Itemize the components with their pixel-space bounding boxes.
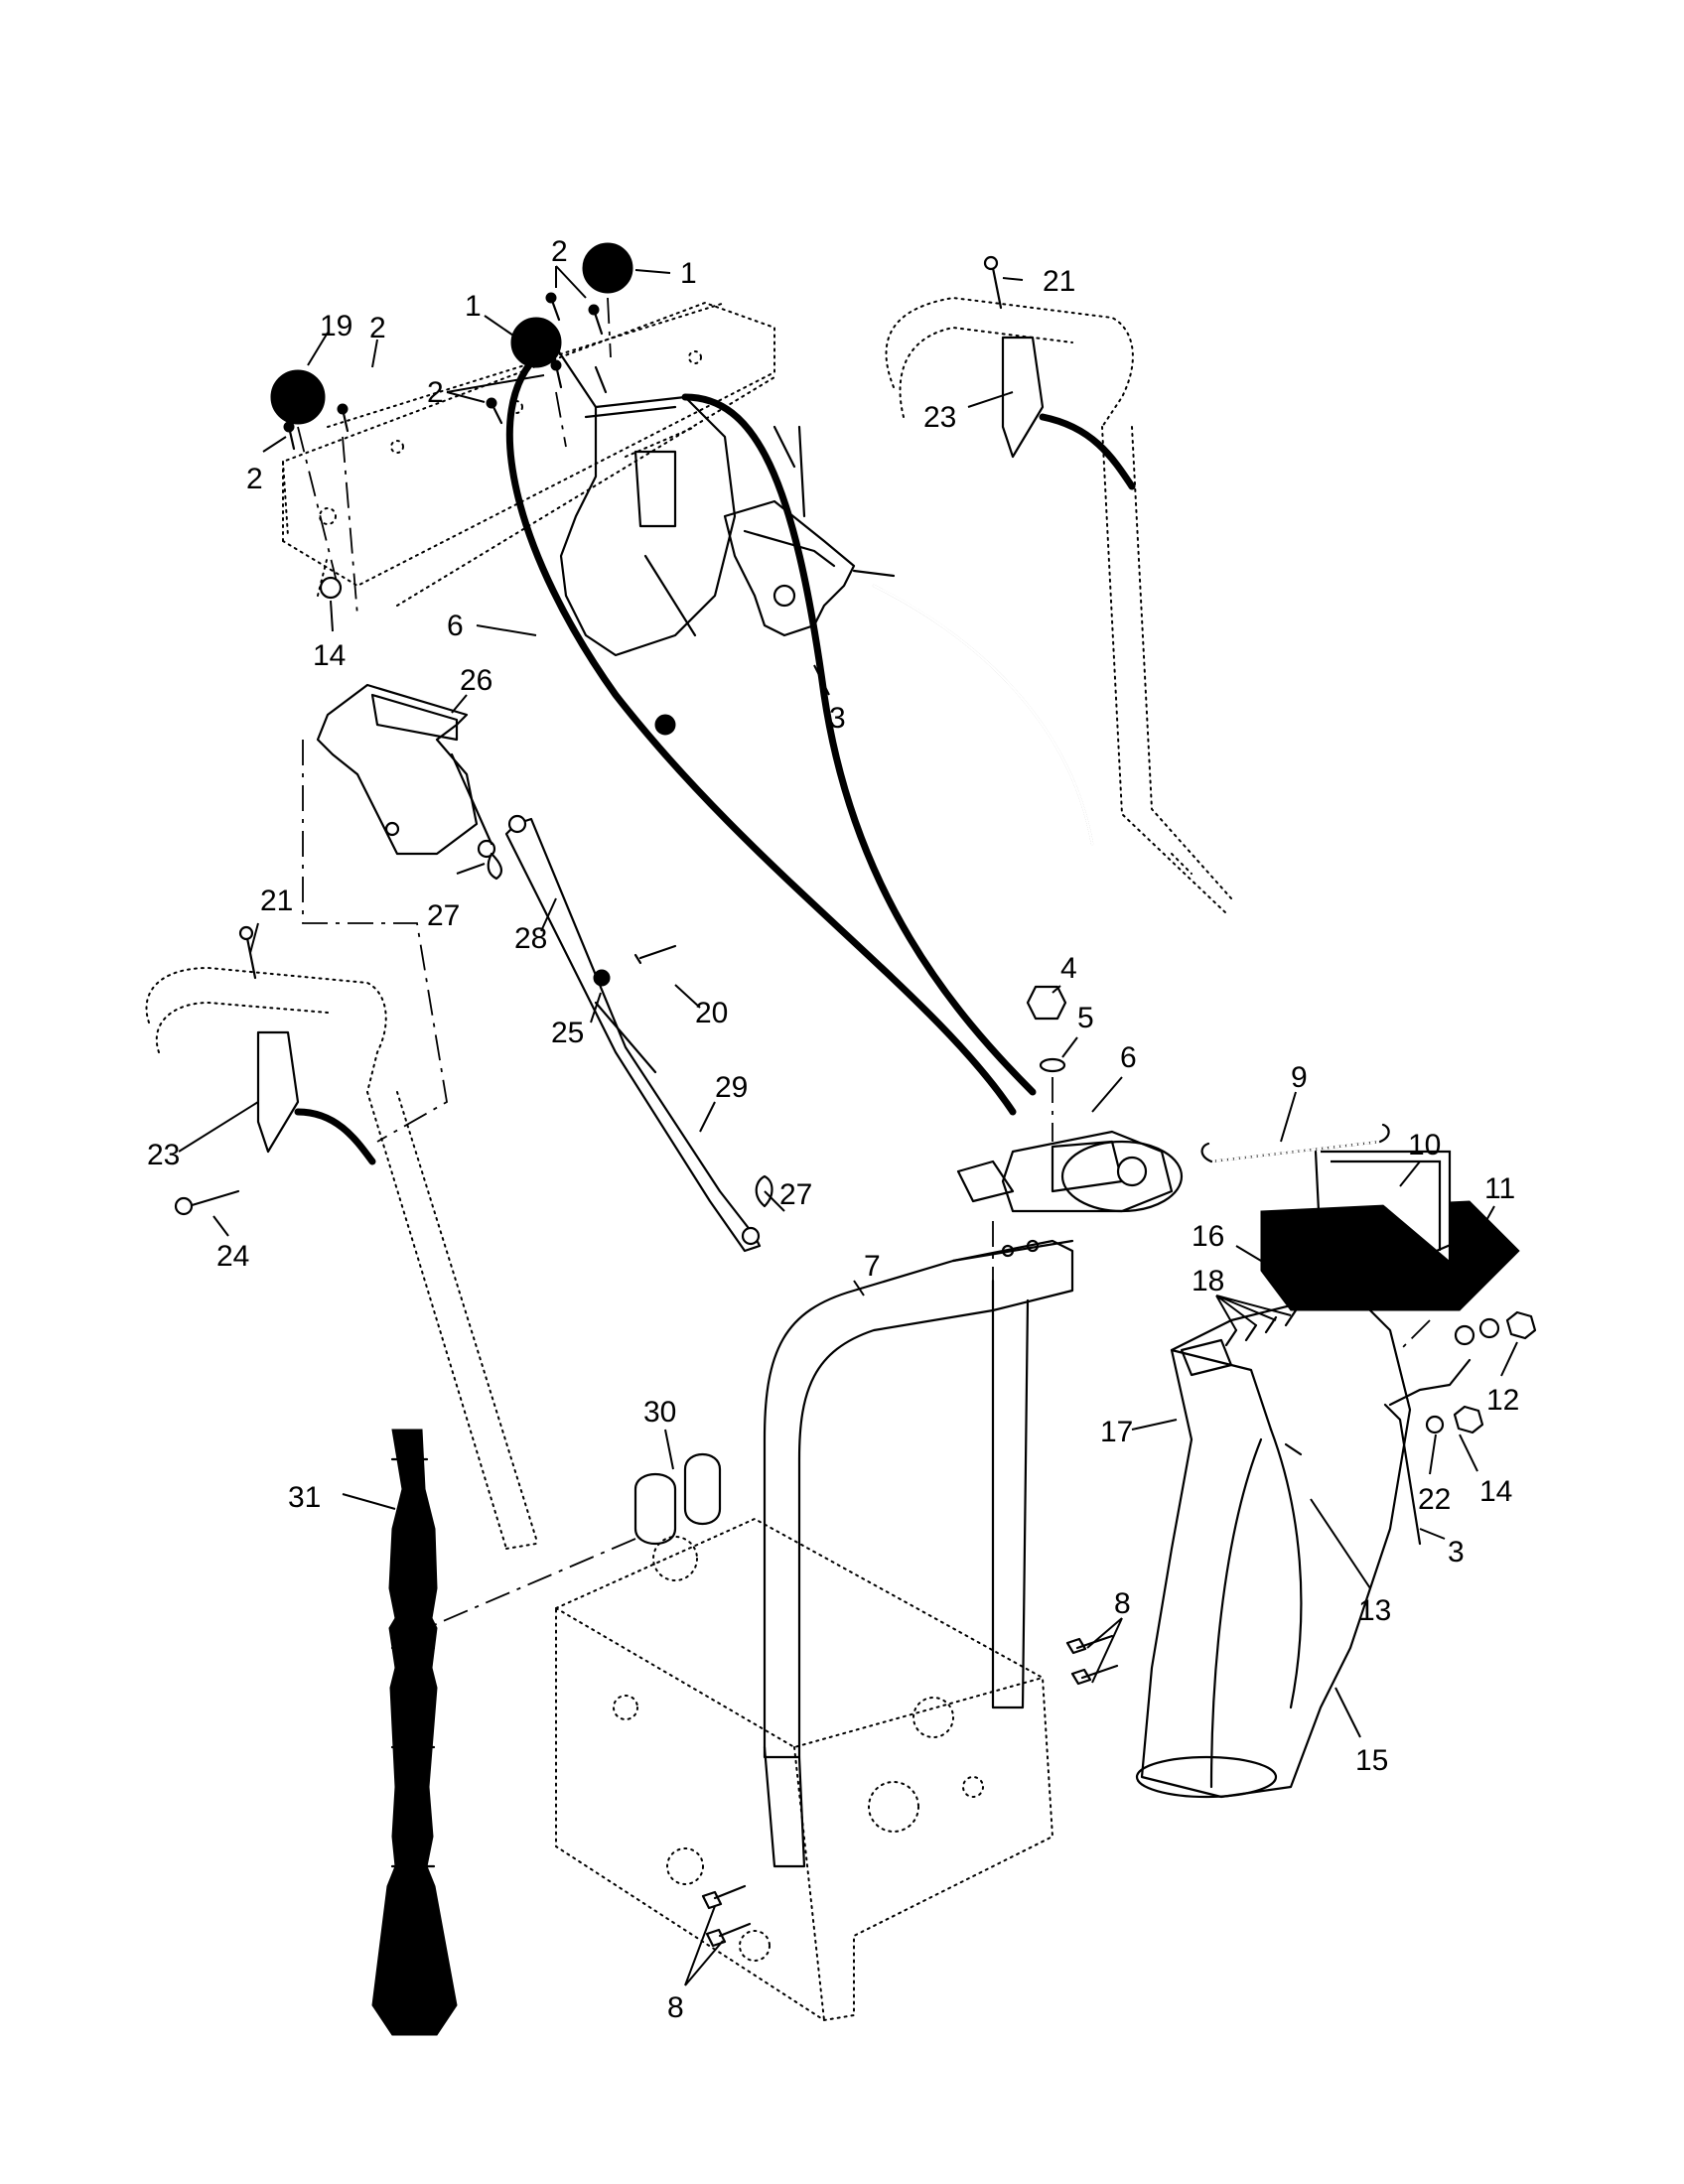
callout-31: 31	[288, 1481, 321, 1514]
callout-29: 29	[715, 1071, 748, 1104]
callout-10: 10	[1408, 1129, 1441, 1161]
chute-deflector	[1260, 1150, 1520, 1311]
chute-bracket-6	[956, 1130, 1184, 1213]
callout-28: 28	[514, 922, 547, 955]
remote-cable	[872, 584, 1094, 846]
callout-23: 23	[147, 1139, 180, 1171]
callout-7: 7	[864, 1250, 881, 1283]
nut-4	[1026, 985, 1067, 1021]
callout-3: 3	[1448, 1536, 1465, 1569]
lower-left-handle	[145, 966, 537, 1550]
screws-2	[283, 292, 612, 616]
callout-15: 15	[1355, 1744, 1388, 1777]
cotter-pin-27-upper	[487, 852, 503, 881]
callout-23: 23	[923, 401, 956, 434]
callout-26: 26	[460, 664, 492, 697]
callout-8: 8	[1114, 1587, 1131, 1620]
callout-17: 17	[1100, 1416, 1133, 1448]
callout-25: 25	[551, 1017, 584, 1049]
shift-bracket-26	[316, 683, 496, 859]
callout-2: 2	[551, 235, 568, 268]
callout-20: 20	[695, 997, 728, 1029]
callout-14: 14	[1479, 1475, 1512, 1508]
callout-6: 6	[447, 610, 464, 642]
spring-9	[1200, 1123, 1390, 1163]
drift-cutter-31	[371, 1429, 458, 2036]
handle-tube-7	[763, 1221, 1074, 1868]
main-cable	[505, 348, 1037, 1116]
bolt-21-upper	[991, 266, 1003, 310]
clip-30	[426, 1453, 722, 1629]
callout-16: 16	[1192, 1220, 1224, 1253]
callout-8: 8	[667, 1991, 684, 2024]
callout-9: 9	[1291, 1061, 1308, 1094]
cable-bracket-23-upper	[1001, 336, 1136, 490]
callout-2: 2	[427, 376, 444, 409]
callout-6: 6	[1120, 1041, 1137, 1074]
cotter-pin-27-lower	[755, 1174, 773, 1208]
callout-1: 1	[680, 257, 697, 290]
callout-3: 3	[829, 702, 846, 735]
nut-14-upper	[319, 576, 343, 600]
hardware-11-12-14-22	[1399, 1310, 1537, 1434]
callout-5: 5	[1077, 1002, 1094, 1034]
chute-crank-bracket	[554, 345, 737, 736]
auger-housing	[555, 1517, 1054, 2022]
callout-22: 22	[1418, 1483, 1451, 1516]
bolts-8	[701, 1634, 1119, 1948]
shift-rod-upper	[772, 425, 806, 518]
callout-27: 27	[427, 899, 460, 932]
washer-5	[1039, 1057, 1066, 1073]
bolt-24	[187, 1189, 240, 1208]
callout-13: 13	[1358, 1594, 1391, 1627]
callout-labels: 1 1 2 2 2 2 19 21 23 6 14 26 3 27 28 21 …	[147, 235, 1519, 2024]
shift-rod-28-29	[504, 814, 762, 1253]
callout-11: 11	[1484, 1172, 1515, 1205]
knob-1-lower	[510, 317, 562, 368]
callout-14: 14	[313, 639, 346, 672]
discharge-chute	[1135, 1289, 1472, 1799]
knob-19	[270, 369, 326, 425]
callout-27: 27	[779, 1178, 812, 1211]
callout-4: 4	[1060, 952, 1077, 985]
callout-24: 24	[216, 1240, 249, 1273]
callout-12: 12	[1486, 1384, 1519, 1417]
callout-2: 2	[246, 463, 263, 495]
remote-chute-control	[723, 499, 896, 637]
callout-18: 18	[1192, 1265, 1224, 1297]
bolt-21-lower	[245, 936, 257, 980]
assembly-line-left	[302, 740, 448, 1143]
knob-1-upper	[582, 242, 633, 294]
callout-1: 1	[465, 290, 482, 323]
callout-30: 30	[643, 1396, 676, 1429]
callout-19: 19	[320, 310, 352, 342]
leader-lines	[178, 265, 1518, 1986]
callout-21: 21	[260, 885, 293, 917]
callout-21: 21	[1043, 265, 1075, 298]
callout-2: 2	[369, 312, 386, 344]
upper-right-handle	[885, 296, 1232, 914]
cable-bracket-23-lower	[256, 1030, 376, 1165]
bolt-20	[633, 944, 677, 965]
